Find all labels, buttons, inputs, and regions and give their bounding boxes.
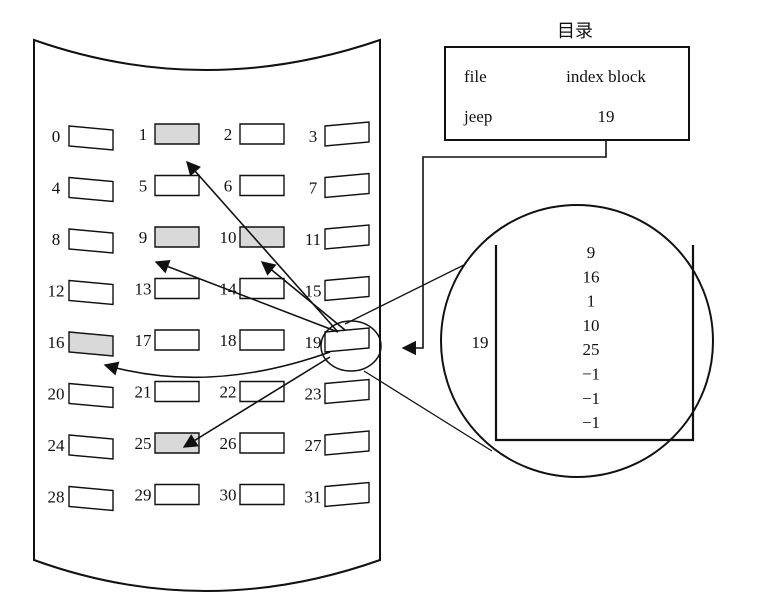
disk-block-label-21: 21 (135, 383, 152, 402)
disk-block-21 (154, 380, 200, 403)
disk-block-label-31: 31 (305, 488, 322, 507)
disk-block-label-9: 9 (139, 228, 148, 247)
disk-block-label-1: 1 (139, 125, 148, 144)
disk-block-4 (68, 176, 114, 203)
disk-block-label-23: 23 (305, 385, 322, 404)
arrow-to-block-25 (182, 356, 331, 448)
disk-block-label-13: 13 (135, 280, 152, 299)
disk-block-9 (154, 226, 200, 248)
directory-col-file: file (464, 67, 487, 86)
index-entry: −1 (582, 389, 600, 408)
disk-block-label-11: 11 (305, 230, 321, 249)
directory-table (444, 46, 690, 141)
disk-block-label-5: 5 (139, 177, 148, 196)
index-block-container (494, 245, 695, 442)
disk-block-label-28: 28 (48, 488, 65, 507)
disk-block-23 (324, 378, 370, 405)
index-entry: 10 (583, 316, 600, 335)
disk-block-26 (239, 432, 285, 454)
directory-row-index-block: 19 (598, 107, 615, 126)
disk-block-3 (324, 121, 370, 147)
disk-block-13 (154, 277, 200, 300)
disk-block-22 (239, 380, 285, 403)
directory-title: 目录 (557, 21, 593, 42)
disk-block-19 (324, 327, 370, 353)
disk-block-8 (68, 228, 114, 254)
disk-block-31 (324, 481, 370, 508)
disk-block-25 (154, 432, 200, 454)
disk-block-label-8: 8 (52, 230, 61, 249)
disk-block-label-22: 22 (220, 383, 237, 402)
disk-block-2 (239, 123, 285, 145)
index-entry: 1 (587, 292, 596, 311)
disk-block-label-17: 17 (135, 331, 153, 350)
disk-block-label-10: 10 (220, 228, 237, 247)
disk-block-24 (68, 434, 114, 460)
disk-block-27 (324, 430, 370, 456)
index-block-entries: 9 16 1 10 25 −1 −1 −1 (582, 243, 600, 432)
index-entry: −1 (582, 413, 600, 432)
disk-block-28 (68, 485, 114, 512)
disk-block-label-12: 12 (48, 282, 65, 301)
disk-block-label-29: 29 (135, 486, 152, 505)
directory-to-index-connector (401, 140, 607, 356)
disk-block-10 (239, 226, 285, 248)
disk-block-17 (154, 329, 200, 351)
disk-block-label-2: 2 (224, 125, 233, 144)
index-block-zoom-circle (440, 204, 714, 478)
disk-block-label-4: 4 (52, 179, 61, 198)
pointer-arrows (103, 160, 346, 448)
disk-block-label-7: 7 (309, 179, 318, 198)
disk-block-label-24: 24 (48, 436, 66, 455)
disk-block-label-25: 25 (135, 434, 152, 453)
index-entry: −1 (582, 365, 600, 384)
arrow-to-block-10 (260, 261, 346, 331)
disk-block-label-15: 15 (305, 282, 322, 301)
disk-block-label-18: 18 (220, 331, 237, 350)
disk-block-14 (239, 277, 285, 300)
disk-block-1 (154, 123, 200, 145)
arrow-to-block-16 (103, 351, 331, 379)
disk-block-label-26: 26 (220, 434, 237, 453)
disk-block-20 (68, 382, 114, 409)
index-entry: 9 (587, 243, 596, 262)
disk-block-16 (68, 331, 114, 357)
disk-block-label-30: 30 (220, 486, 237, 505)
disk-block-label-27: 27 (305, 436, 323, 455)
disk-block-29 (154, 483, 200, 506)
disk-block-label-19: 19 (305, 333, 322, 352)
disk-block-label-3: 3 (309, 127, 318, 146)
disk-block-18 (239, 329, 285, 351)
disk-block-5 (154, 174, 200, 197)
disk-block-label-0: 0 (52, 127, 61, 146)
disk-block-7 (324, 172, 370, 199)
disk-block-6 (239, 174, 285, 197)
disk-block-15 (324, 275, 370, 302)
disk-block-label-20: 20 (48, 385, 65, 404)
disk-block-30 (239, 483, 285, 506)
directory-row-file: jeep (463, 107, 492, 126)
disk-block-12 (68, 279, 114, 306)
index-entry: 16 (583, 267, 600, 286)
zoom-line-bottom (363, 370, 493, 452)
directory-col-index-block: index block (566, 67, 646, 86)
disk-block-label-6: 6 (224, 177, 233, 196)
disk-blocks: 0123456789101112131415161718192021222324… (48, 121, 370, 512)
disk-surface (33, 38, 381, 592)
index-entry: 25 (583, 340, 600, 359)
disk-block-label-16: 16 (48, 333, 65, 352)
disk-block-11 (324, 224, 370, 250)
index-block-label: 19 (472, 333, 489, 352)
arrow-to-block-9 (154, 259, 339, 333)
disk-block-0 (68, 125, 114, 151)
